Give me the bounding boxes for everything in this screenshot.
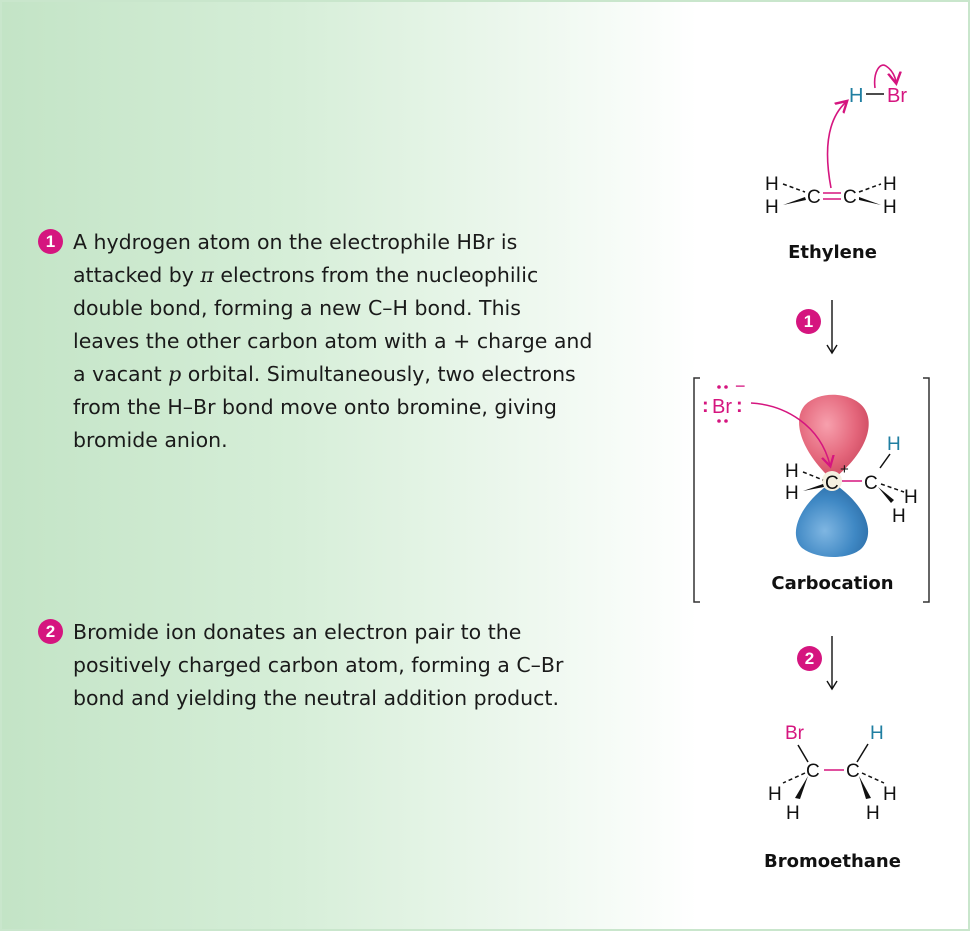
- svg-text:H: H: [786, 803, 800, 824]
- product-br-atom: Br: [785, 723, 805, 744]
- bromoethane-label: Bromoethane: [764, 851, 901, 872]
- step-2: 2 Bromide ion donates an electron pair t…: [38, 616, 563, 715]
- svg-text:C: C: [825, 473, 839, 494]
- svg-text:H: H: [768, 784, 782, 805]
- step-1-text: A hydrogen atom on the electrophile HBr …: [73, 230, 593, 452]
- svg-text:H: H: [883, 174, 897, 195]
- reaction-arrow-1: [826, 300, 838, 355]
- svg-text:H: H: [887, 434, 901, 455]
- svg-text:H: H: [883, 197, 897, 218]
- cation-charge: +: [840, 461, 849, 478]
- product-h-atom: H: [870, 723, 884, 744]
- svg-text:C: C: [843, 187, 857, 208]
- bromide-ion: Br: [712, 396, 732, 418]
- step-1: 1 A hydrogen atom on the electrophile HB…: [38, 226, 592, 457]
- anion-charge: −: [735, 376, 746, 396]
- svg-text:C: C: [846, 761, 860, 782]
- hbr-br-atom: Br: [887, 85, 907, 107]
- p-orbital-top-lobe: [799, 394, 869, 480]
- bromoethane-structure: Br C C H H H H H: [768, 723, 897, 824]
- svg-text:H: H: [765, 197, 779, 218]
- svg-text::: :: [736, 395, 743, 417]
- svg-text::: :: [702, 395, 709, 417]
- step-2-badge: 2: [38, 619, 63, 644]
- svg-text:C: C: [806, 761, 820, 782]
- svg-text:H: H: [883, 784, 897, 805]
- svg-text:H: H: [785, 483, 799, 504]
- svg-text:H: H: [904, 487, 918, 508]
- bond-to-br-arrow: [873, 64, 896, 89]
- svg-text:H: H: [892, 506, 906, 527]
- svg-text:H: H: [866, 803, 880, 824]
- svg-text:H: H: [765, 174, 779, 195]
- svg-text:H: H: [785, 461, 799, 482]
- carbocation-structure: : Br : − H H C + C H H H: [693, 376, 930, 603]
- p-orbital-bottom-lobe: [795, 482, 869, 557]
- svg-text:C: C: [807, 187, 821, 208]
- right-bracket: [923, 377, 930, 603]
- bromide-attack-arrow: [750, 402, 830, 465]
- arrow-2-badge: 2: [797, 646, 822, 671]
- step-2-text: Bromide ion donates an electron pair to …: [73, 620, 564, 710]
- left-bracket: [693, 377, 700, 603]
- ethylene-hbr-structure: H Br H H C C H H: [765, 64, 907, 218]
- step-1-badge: 1: [38, 229, 63, 254]
- reaction-arrow-2: [826, 636, 838, 691]
- carbocation-label: Carbocation: [771, 573, 894, 594]
- ethylene-label: Ethylene: [788, 242, 877, 263]
- pi-to-h-arrow: [826, 102, 846, 189]
- arrow-1-badge: 1: [796, 309, 821, 334]
- svg-text:C: C: [864, 473, 878, 494]
- hbr-h-atom: H: [849, 85, 863, 107]
